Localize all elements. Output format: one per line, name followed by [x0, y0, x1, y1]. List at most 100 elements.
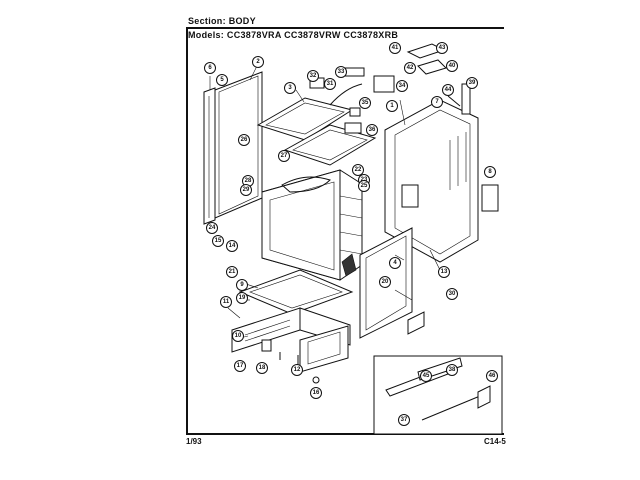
callout-number: 34 [399, 83, 406, 89]
callout-38: 38 [446, 364, 458, 376]
callout-3: 3 [284, 82, 296, 94]
callout-42: 42 [404, 62, 416, 74]
callout-17: 17 [234, 360, 246, 372]
callout-13: 13 [438, 266, 450, 278]
inner-top-panel [283, 124, 377, 166]
callout-number: 44 [445, 87, 452, 93]
callout-circle [234, 360, 246, 372]
callout-11: 11 [220, 296, 232, 308]
callout-circle [216, 74, 228, 86]
callout-number: 36 [369, 127, 376, 133]
callout-number: 32 [310, 73, 317, 79]
callout-number: 19 [239, 295, 246, 301]
callout-number: 18 [259, 365, 266, 371]
callout-number: 28 [245, 178, 252, 184]
callout-number: 40 [449, 63, 456, 69]
callout-number: 11 [223, 299, 230, 305]
callout-19: 19 [236, 292, 248, 304]
section-title: Section: BODY [188, 16, 256, 26]
callout-43: 43 [436, 42, 448, 54]
callout-circle [386, 100, 398, 112]
callout-circle [366, 124, 378, 136]
callout-circle [232, 330, 244, 342]
callout-number: 25 [361, 183, 368, 189]
left-side-panel [203, 71, 263, 225]
callout-circle [352, 164, 364, 176]
callout-number: 4 [393, 260, 397, 266]
callout-circle [359, 97, 371, 109]
callout-21: 21 [226, 266, 238, 278]
callout-circle [486, 370, 498, 382]
callout-10: 10 [232, 330, 244, 342]
callout-35: 35 [359, 97, 371, 109]
callout-number: 43 [439, 45, 446, 51]
callout-number: 42 [407, 65, 414, 71]
callout-circle [206, 222, 218, 234]
callout-number: 3 [288, 85, 292, 91]
callout-20: 20 [379, 276, 391, 288]
callout-40: 40 [446, 60, 458, 72]
callout-number: 30 [449, 291, 456, 297]
callout-circle [466, 77, 478, 89]
callout-1: 1 [386, 100, 398, 112]
callout-circle [442, 84, 454, 96]
callout-36: 36 [366, 124, 378, 136]
callout-number: 35 [362, 100, 369, 106]
callout-circle [484, 166, 496, 178]
callout-14: 14 [226, 240, 238, 252]
callout-7: 7 [431, 96, 443, 108]
callout-number: 13 [441, 269, 448, 275]
footer-rule [186, 433, 504, 435]
callout-33: 33 [335, 66, 347, 78]
callout-16: 16 [310, 387, 322, 399]
callout-circle [404, 62, 416, 74]
callout-circle [240, 184, 252, 196]
callout-2: 2 [252, 56, 264, 68]
callout-circle [398, 414, 410, 426]
callout-29: 29 [240, 184, 252, 196]
callout-number: 10 [235, 333, 242, 339]
callout-number: 14 [229, 243, 236, 249]
callout-circle [307, 70, 319, 82]
callout-circle [431, 96, 443, 108]
drawer-box [299, 325, 349, 373]
callout-number: 16 [313, 390, 320, 396]
callout-circle [358, 180, 370, 192]
callout-number: 46 [489, 373, 496, 379]
callout-circle [438, 266, 450, 278]
callout-30: 30 [446, 288, 458, 300]
callout-number: 5 [220, 77, 224, 83]
callout-24: 24 [206, 222, 218, 234]
callout-12: 12 [291, 364, 303, 376]
callout-18: 18 [256, 362, 268, 374]
callout-number: 6 [208, 65, 212, 71]
bracket-parts [261, 253, 425, 384]
callout-circle [446, 364, 458, 376]
callout-4: 4 [389, 257, 401, 269]
footer-page-number: C14-5 [484, 437, 506, 446]
callout-8: 8 [484, 166, 496, 178]
callout-circle [420, 370, 432, 382]
callout-number: 38 [449, 367, 456, 373]
frame-left-rule [186, 27, 188, 435]
callout-37: 37 [398, 414, 410, 426]
callout-circle [389, 257, 401, 269]
callout-circle [252, 56, 264, 68]
footer-date: 1/93 [186, 437, 202, 446]
callout-45: 45 [420, 370, 432, 382]
callout-number: 17 [237, 363, 244, 369]
callout-number: 12 [294, 367, 301, 373]
callout-circle [236, 292, 248, 304]
callout-26: 26 [238, 134, 250, 146]
oven-cavity [261, 169, 363, 281]
callout-25: 25 [358, 180, 370, 192]
models-line: Models: CC3878VRA CC3878VRW CC3878XRB [188, 30, 399, 40]
callout-number: 39 [469, 80, 476, 86]
callout-number: 9 [240, 282, 244, 288]
callout-34: 34 [396, 80, 408, 92]
callout-15: 15 [212, 235, 224, 247]
callout-number: 37 [401, 417, 408, 423]
callout-number: 45 [423, 373, 430, 379]
